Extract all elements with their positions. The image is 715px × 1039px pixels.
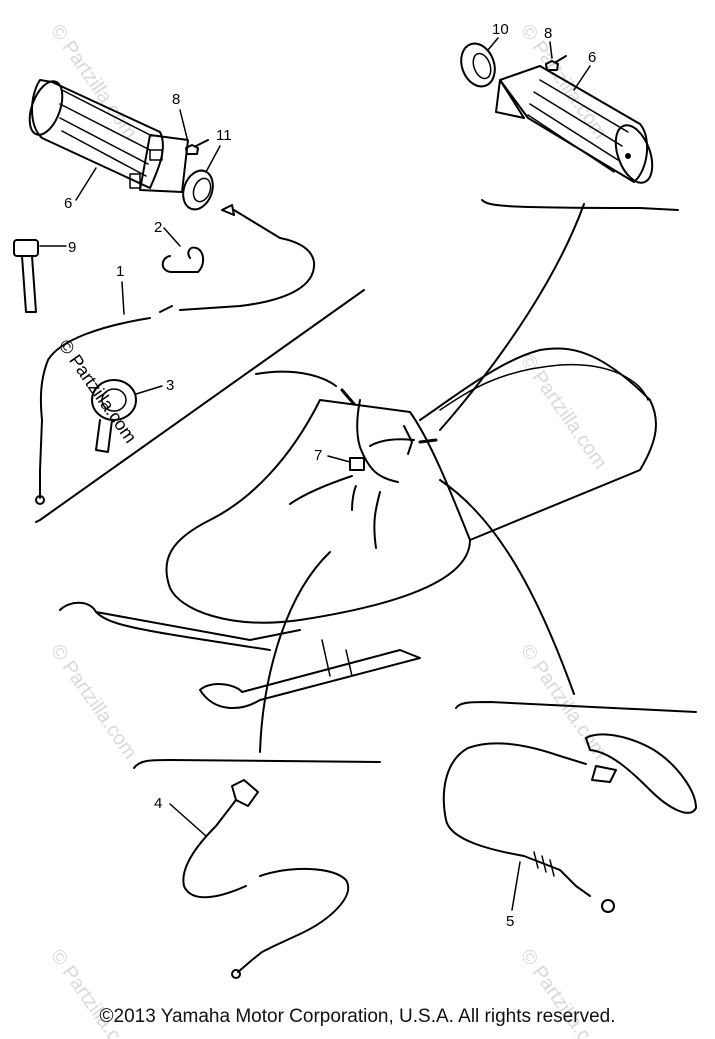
callout-5: 5 — [506, 913, 514, 930]
throttle-lever-3 — [91, 379, 137, 453]
callout-6-right: 6 — [588, 49, 596, 66]
group-bracket-bottom-right — [455, 701, 697, 713]
watermark: © Partzilla.com — [516, 640, 611, 763]
collar-10 — [460, 42, 496, 88]
snowmobile-body — [59, 347, 657, 710]
collar-11 — [182, 169, 214, 211]
watermark: © Partzilla.com — [46, 20, 141, 143]
group-bracket-bottom-left — [133, 759, 381, 769]
key-9 — [13, 239, 39, 313]
callout-11: 11 — [216, 127, 232, 144]
callout-2: 2 — [154, 219, 162, 236]
callout-10: 10 — [492, 21, 509, 38]
cable-5 — [442, 742, 615, 913]
watermark: © Partzilla.com — [46, 640, 141, 763]
clamp-7 — [349, 457, 365, 471]
throttle-cable-1 — [35, 204, 316, 505]
callout-layer: 10 8 6 8 11 6 2 9 1 3 7 4 5 — [39, 21, 596, 930]
cable-4 — [182, 779, 349, 979]
left-grip-assembly — [28, 79, 189, 193]
right-grip-assembly — [495, 65, 654, 184]
callout-8-left: 8 — [172, 91, 180, 108]
callout-1: 1 — [116, 263, 124, 280]
leader-arrows — [255, 203, 585, 753]
group-bracket-right — [481, 199, 679, 211]
callout-3: 3 — [166, 377, 174, 394]
screw-8-left — [185, 139, 209, 155]
callout-4: 4 — [154, 795, 162, 812]
callout-8-right: 8 — [544, 25, 552, 42]
copyright-notice: ©2013 Yamaha Motor Corporation, U.S.A. A… — [99, 1006, 616, 1027]
callout-7: 7 — [314, 447, 322, 464]
watermark-layer: © Partzilla.com © Partzilla.com © Partzi… — [46, 20, 611, 1039]
wiring-harness — [340, 388, 438, 483]
callout-9: 9 — [68, 239, 76, 256]
callout-6-left: 6 — [64, 195, 72, 212]
group-bracket-left — [35, 289, 365, 523]
spring-clip-2 — [161, 246, 204, 273]
brake-lever — [585, 733, 697, 814]
